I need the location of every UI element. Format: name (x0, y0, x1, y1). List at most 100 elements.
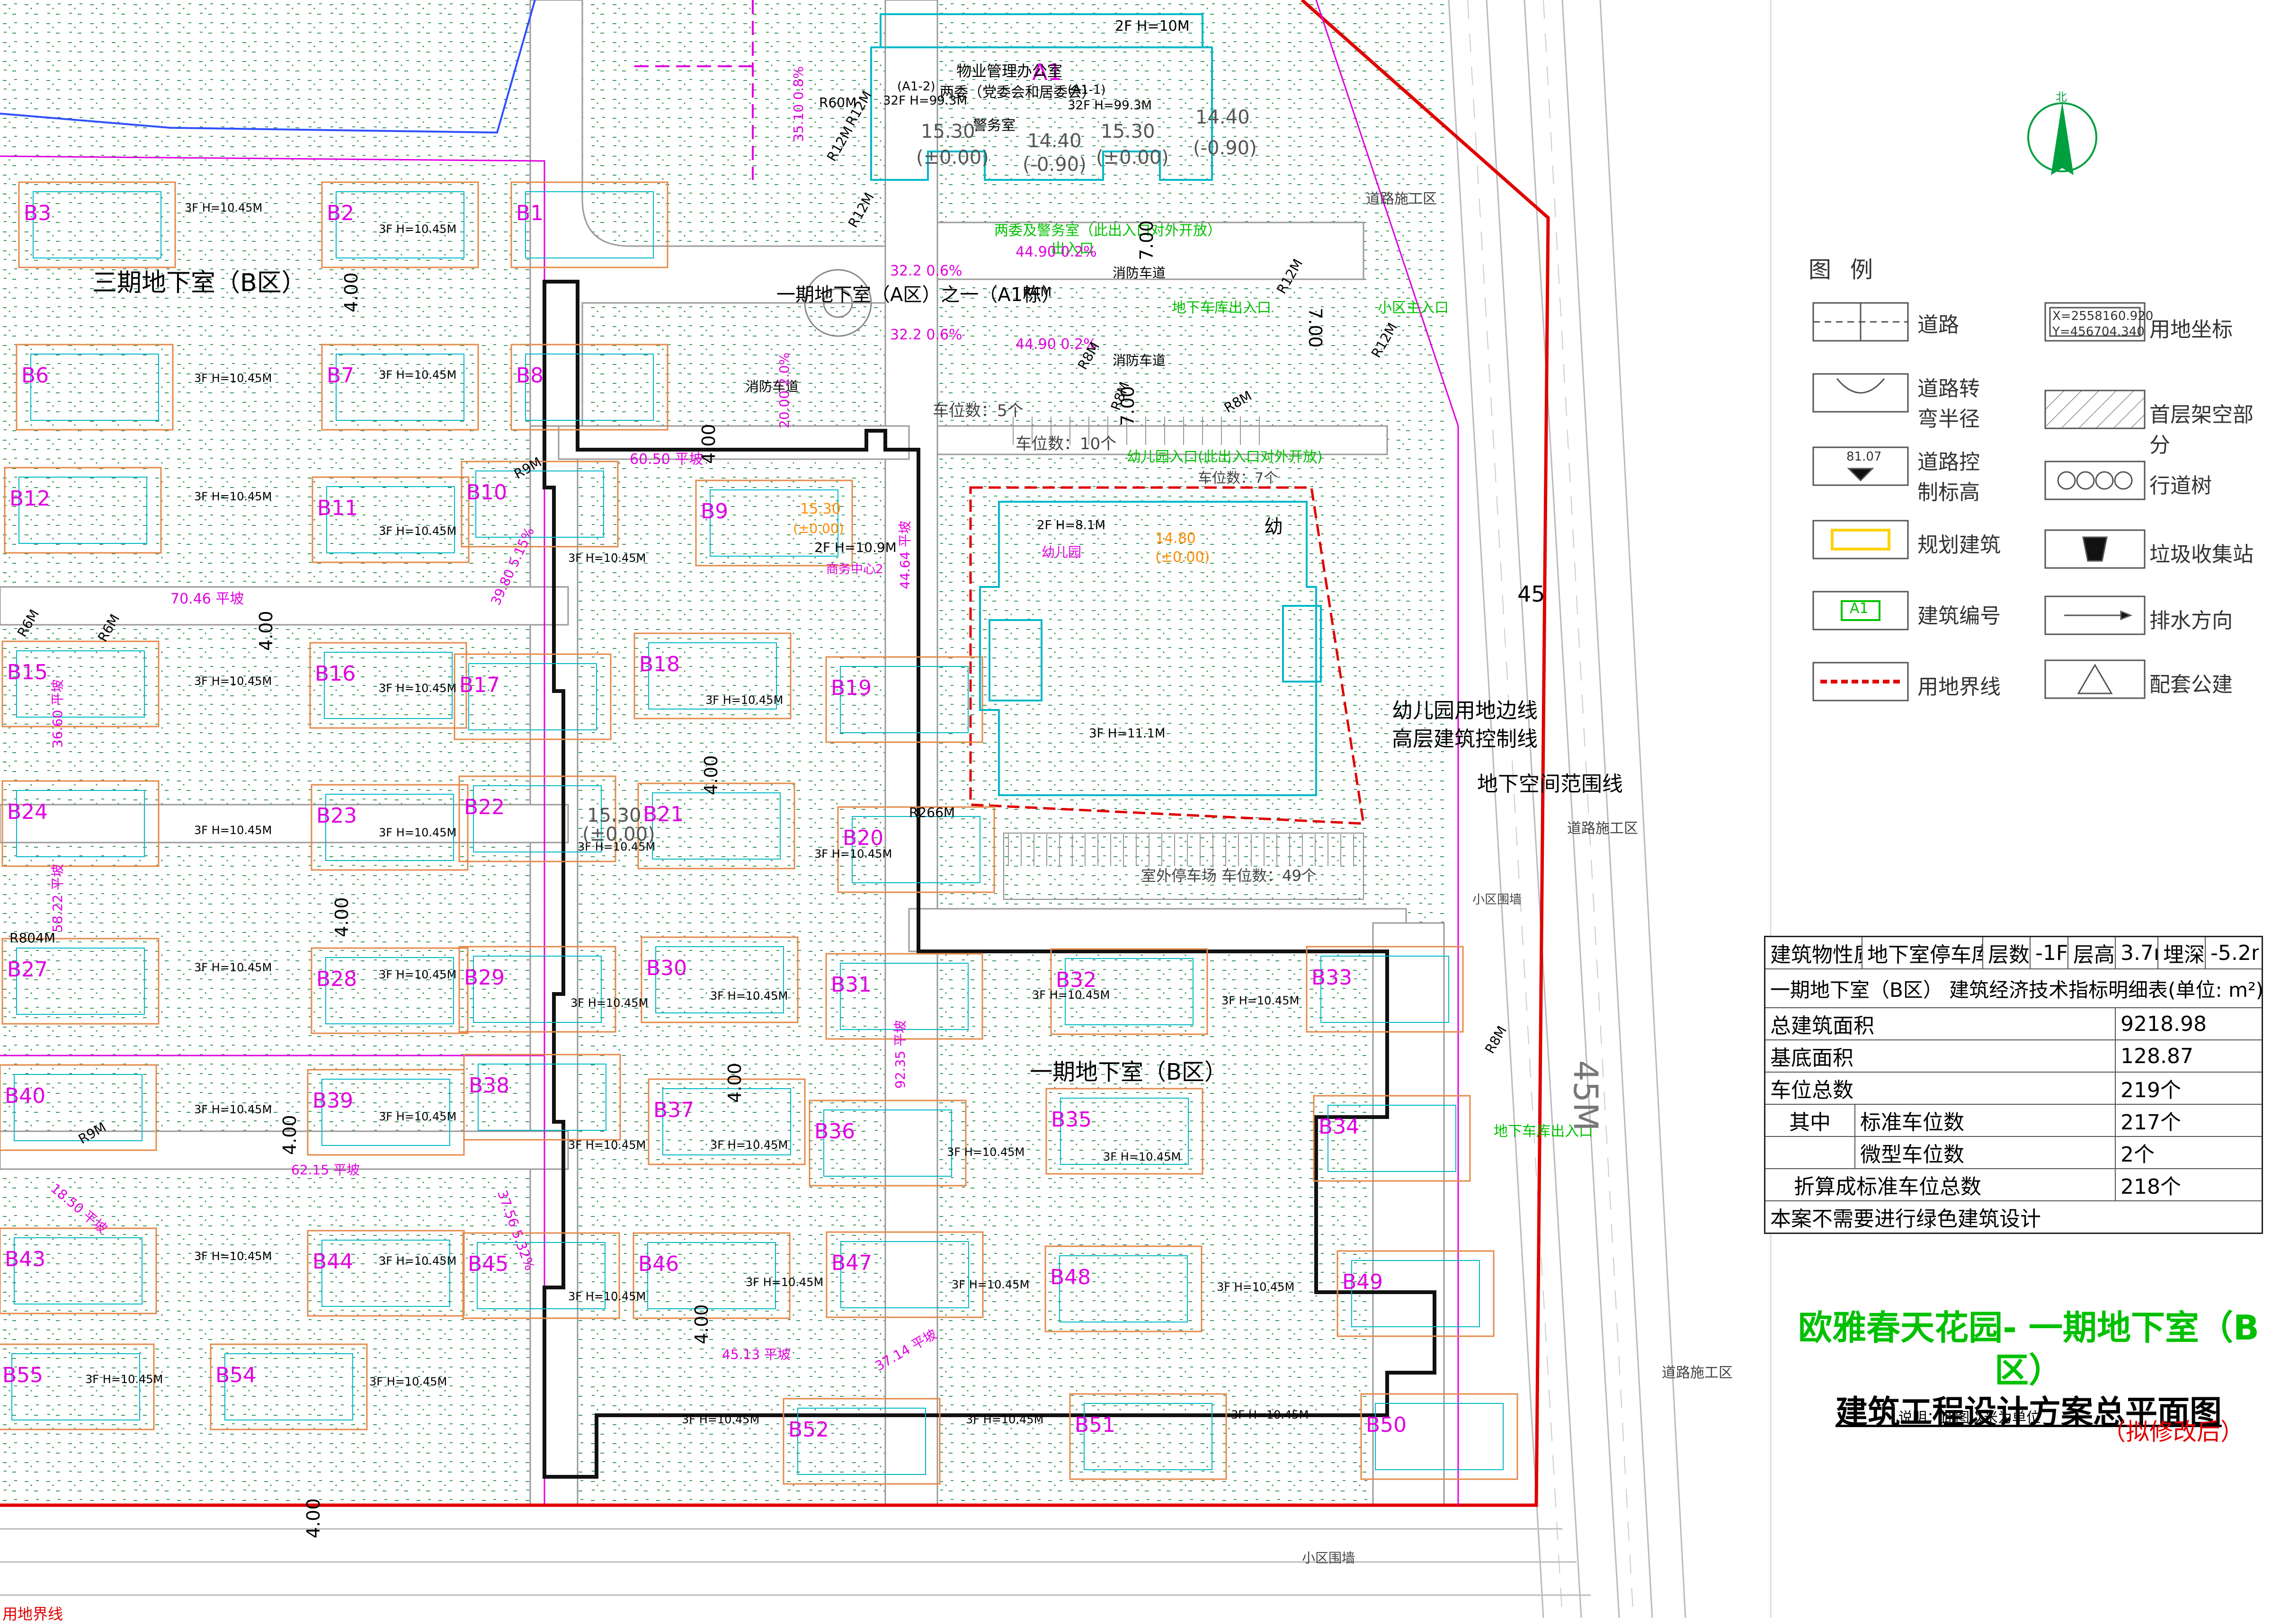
building-footprint (11, 1353, 140, 1420)
building-outline (0, 1343, 155, 1430)
indicator-title-row: 一期地下室（B区） 建筑经济技术指标明细表(单位: m²) (1765, 969, 2262, 1008)
underground-extent (1315, 0, 1459, 1505)
building-footprint (662, 1088, 791, 1155)
row-group (1765, 1137, 1855, 1168)
legend-public-facility: 配套公建 (2149, 673, 2233, 697)
building-outline (809, 1100, 967, 1187)
legend-planned-building: 规划建筑 (1917, 533, 2001, 557)
indicator-title: 一期地下室（B区） 建筑经济技术指标明细表(单位: m²) (1770, 978, 2262, 1002)
building-footprint (16, 650, 145, 718)
building-footprint (14, 1237, 143, 1305)
building-footprint (823, 1109, 952, 1177)
building-footprint (840, 666, 969, 733)
building-outline (825, 656, 983, 743)
building-outline (458, 946, 616, 1033)
legend-site-boundary: 用地界线 (1917, 675, 2001, 699)
drawing-subtitle: 建筑工程设计方案总平面图 (1835, 1394, 2222, 1431)
title-block: 欧雅春天花园- 一期地下室（B区） 建筑工程设计方案总平面图 说明：此图以米为单… (1794, 1306, 2263, 1446)
building-outline (633, 632, 792, 719)
indicator-table: 建筑物性质 地下室停车库 层数 -1F 层高 3.7m 埋深 -5.2m 一期地… (1764, 936, 2263, 1234)
building-footprint (655, 946, 784, 1013)
table-row: 其中 标准车位数 217个 (1765, 1105, 2262, 1137)
building-outline (641, 936, 799, 1023)
legend-turn-radius: 道路转弯半径 (1917, 377, 1980, 431)
legend-pilotis: 首层架空部分 (2149, 403, 2254, 457)
buildings-layer (0, 181, 1518, 1485)
building-footprint (525, 191, 654, 258)
building-outline (826, 1231, 984, 1318)
table-row: 基底面积 128.87 (1765, 1040, 2262, 1073)
building-outline (1336, 1250, 1495, 1337)
building-footprint (326, 486, 455, 553)
building-outline (18, 181, 176, 268)
building-outline (1069, 1393, 1227, 1480)
legend-title: 图例 (1809, 257, 1892, 283)
building-outline (454, 653, 612, 740)
building-outline (458, 775, 616, 862)
height-label: 层高 (2068, 937, 2116, 968)
nature-value: 地下室停车库 (1862, 937, 1983, 968)
basement-info-row: 建筑物性质 地下室停车库 层数 -1F 层高 3.7m 埋深 -5.2m (1765, 937, 2262, 969)
building-outline (1044, 1245, 1203, 1332)
building-outline (4, 467, 162, 554)
building-outline (210, 1343, 368, 1430)
building-footprint (336, 354, 464, 421)
building-footprint (30, 354, 159, 421)
building-footprint (16, 790, 145, 857)
building-footprint (473, 785, 602, 852)
table-row: 微型车位数 2个 (1765, 1137, 2262, 1169)
building-footprint (325, 957, 454, 1024)
building-footprint (1065, 958, 1194, 1025)
kindergarten-boundary (969, 486, 1365, 825)
row-value: 9218.98 (2121, 1012, 2207, 1036)
building-outline (695, 479, 853, 567)
building-footprint (473, 956, 602, 1023)
building-outline (0, 1064, 157, 1151)
building-footprint (325, 794, 454, 861)
building-outline (307, 1069, 465, 1156)
building-outline (1, 640, 160, 728)
building-outline (510, 344, 668, 431)
legend-code-sample: A1 (1850, 600, 1869, 617)
row-value: 219个 (2121, 1078, 2181, 1102)
row-label: 基底面积 (1765, 1040, 2116, 1072)
phase3-boundary (0, 0, 536, 134)
basement-b-outline (543, 280, 1436, 1479)
building-footprint (840, 1241, 969, 1308)
building-footprint (1328, 1105, 1456, 1172)
building-footprint (1375, 1403, 1504, 1470)
building-footprint (475, 470, 604, 538)
row-value: 2个 (2121, 1143, 2155, 1167)
floors-label: 层数 (1983, 937, 2031, 968)
legend-coord-y: Y=456704.340 (2052, 325, 2145, 339)
building-footprint (477, 1242, 606, 1309)
building-outline (1313, 1095, 1471, 1182)
building-outline (783, 1398, 941, 1485)
row-label: 标准车位数 (1855, 1105, 2116, 1136)
building-outline (510, 181, 668, 268)
row-label: 折算成标准车位总数 (1765, 1169, 2116, 1200)
legend-elev-sample: 81.07 (1846, 450, 1882, 464)
table-row: 总建筑面积 9218.98 (1765, 1008, 2262, 1040)
table-footer: 本案不需要进行绿色建筑设计 (1770, 1207, 2041, 1231)
building-footprint (525, 354, 654, 421)
building-outline (825, 953, 983, 1040)
legend-building-code: 建筑编号 (1917, 604, 2001, 628)
building-outline (309, 642, 467, 729)
building-footprint (1351, 1260, 1480, 1327)
floors-value: -1F (2031, 937, 2068, 968)
legend-road-elevation: 道路控制标高 (1917, 450, 1980, 505)
building-footprint (652, 792, 781, 860)
building-footprint (16, 948, 145, 1015)
revision-tag: （拟修改后） (2102, 1418, 2244, 1446)
building-outline (321, 344, 479, 431)
building-outline (648, 1078, 806, 1165)
building-footprint (33, 191, 161, 258)
building-outline (1045, 1088, 1203, 1175)
building-outline (461, 461, 619, 548)
legend-road: 道路 (1917, 313, 1959, 337)
building-footprint (321, 1240, 450, 1307)
building-outline (1360, 1393, 1518, 1480)
legend-garbage-station: 垃圾收集站 (2149, 542, 2254, 567)
building-outline (311, 784, 469, 871)
